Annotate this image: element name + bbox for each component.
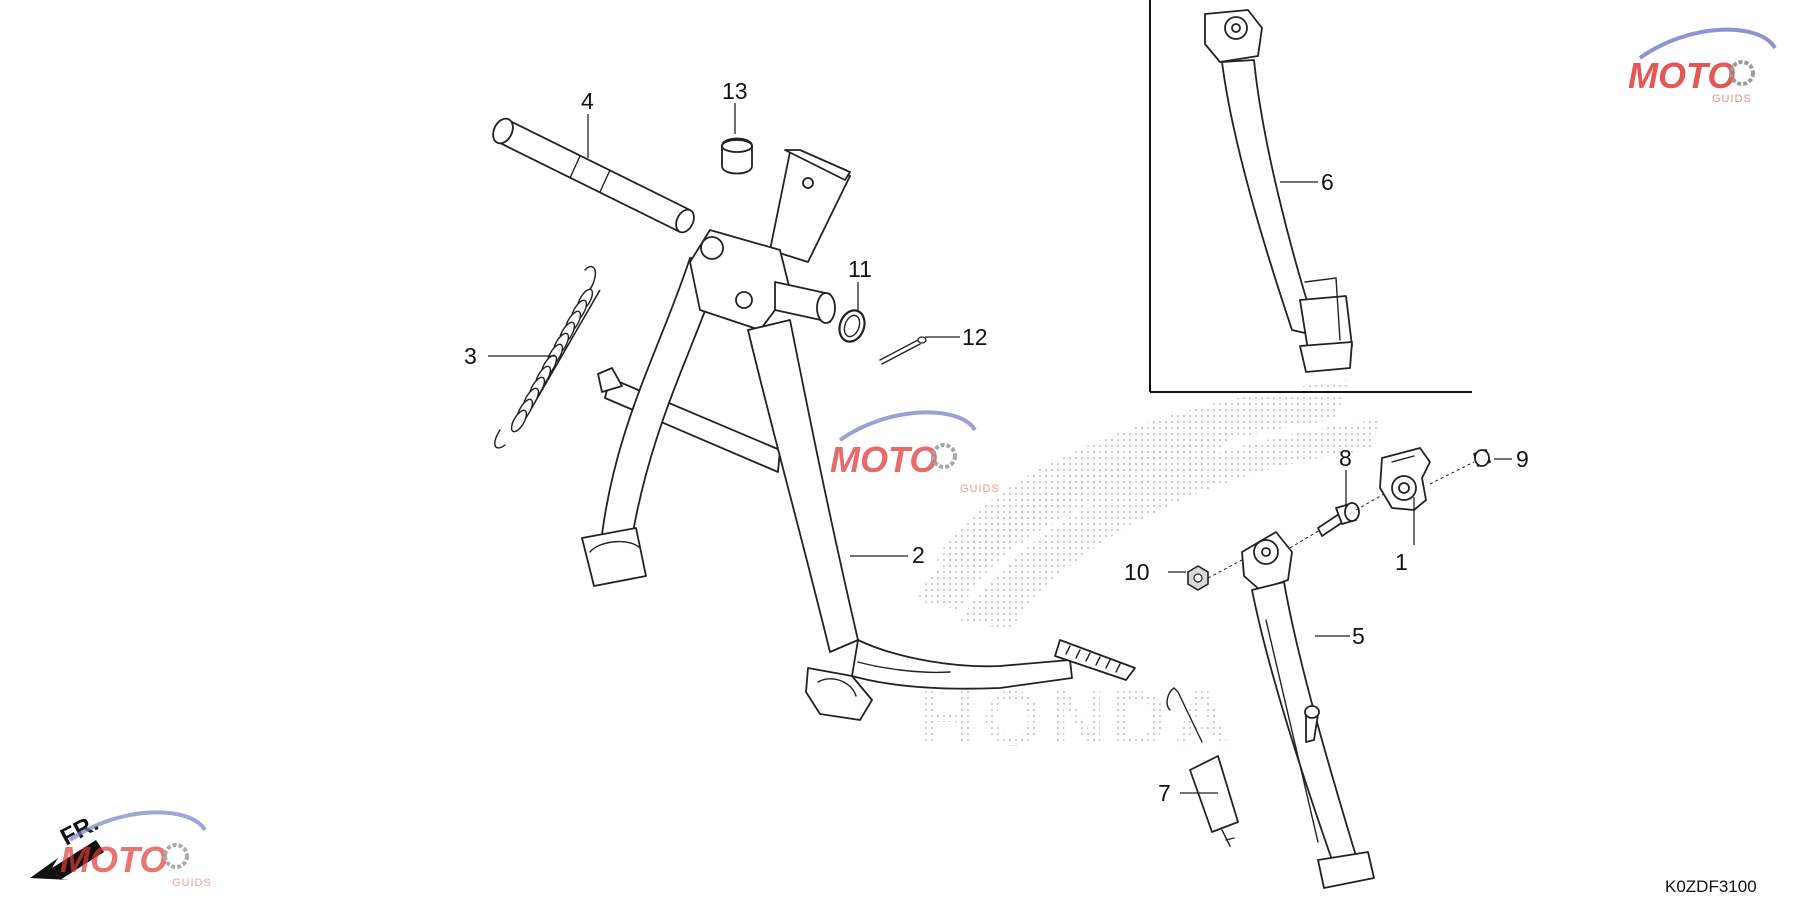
callout-6: 6 xyxy=(1321,169,1334,195)
watermark-gear-icon xyxy=(1729,60,1755,86)
leader-lines xyxy=(488,103,1512,794)
callout-13: 13 xyxy=(722,78,748,104)
watermark-gear-icon-center xyxy=(931,443,957,469)
part-6-side-stand-inset xyxy=(1204,9,1353,373)
part-11-washer xyxy=(838,309,866,343)
watermark-bottom-left: MOTO GUIDS xyxy=(60,810,212,889)
watermark-brand: MOTO xyxy=(1628,55,1735,96)
watermark-swoosh-icon xyxy=(1638,27,1777,60)
callout-2: 2 xyxy=(912,542,925,568)
part-5-side-stand xyxy=(1241,531,1375,889)
part-7-rubber-spring xyxy=(1166,687,1239,847)
callout-8: 8 xyxy=(1339,445,1352,471)
watermark-sub-center: GUIDS xyxy=(960,483,1000,495)
part-1-bracket xyxy=(1379,447,1431,511)
part-12-cotter-pin xyxy=(879,336,927,365)
watermark-brand-bottom: MOTO xyxy=(60,839,167,880)
callout-4: 4 xyxy=(581,88,594,114)
callout-11: 11 xyxy=(848,256,872,282)
callout-12: 12 xyxy=(962,324,988,350)
callout-9: 9 xyxy=(1516,446,1529,472)
callout-10: 10 xyxy=(1124,559,1150,585)
callout-3: 3 xyxy=(464,343,477,369)
watermark-swoosh-icon-center xyxy=(838,410,977,442)
watermark-brand-center: MOTO xyxy=(830,439,937,480)
callout-5: 5 xyxy=(1352,623,1365,649)
part-2-main-stand xyxy=(581,149,1136,721)
part-3-spring xyxy=(494,265,601,449)
part-10-nut xyxy=(1187,565,1209,591)
callout-labels: 1 2 3 4 5 6 7 8 9 10 11 12 13 xyxy=(464,78,1529,806)
diagram-code: K0ZDF3100 xyxy=(1665,877,1757,896)
watermark-top-right: MOTO GUIDS xyxy=(1628,27,1777,105)
watermark-swoosh-icon-bottom xyxy=(68,810,207,842)
part-8-pivot-bolt xyxy=(1317,502,1360,537)
watermark-gear-icon-bottom xyxy=(163,843,189,869)
part-9-bolt xyxy=(1473,449,1491,467)
callout-7: 7 xyxy=(1158,780,1171,806)
part-13-cap xyxy=(721,137,753,175)
background-emblem: HONDA xyxy=(915,380,1380,762)
inset-frame xyxy=(1149,0,1472,393)
watermark-sub: GUIDS xyxy=(1712,93,1752,105)
front-arrow-icon xyxy=(30,840,104,880)
callout-1: 1 xyxy=(1395,549,1408,575)
part-4-pivot-shaft xyxy=(492,117,695,234)
watermark-sub-bottom: GUIDS xyxy=(172,877,212,889)
watermark-center: MOTO GUIDS xyxy=(830,410,1000,495)
